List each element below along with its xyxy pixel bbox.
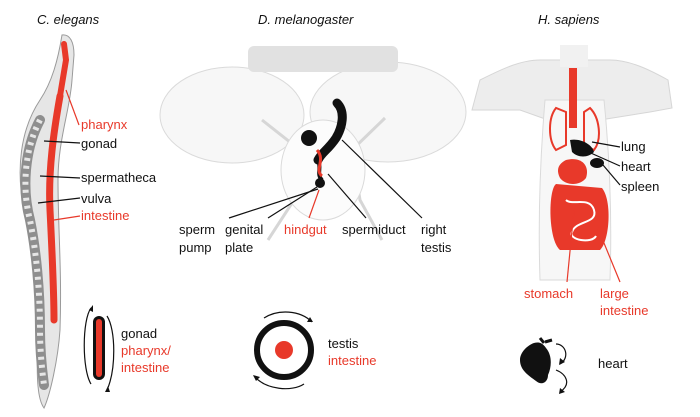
label-vulva: vulva [81, 191, 112, 206]
label-spermiduct: spermiduct [342, 222, 406, 237]
human-heart-schematic [520, 337, 568, 394]
worm-drawing [19, 34, 81, 409]
label-right-testis-1: right [421, 222, 447, 237]
schematic-gonad-label: gonad [121, 326, 158, 341]
label-sperm-pump-2: pump [179, 240, 212, 255]
label-genital-plate-2: plate [225, 240, 254, 255]
label-hindgut: hindgut [284, 222, 327, 237]
schematic-testis-label: testis [328, 336, 359, 351]
schematic-pharynx-intestine-label-2: intestine [121, 360, 170, 375]
fly-drawing [159, 46, 467, 241]
schematic-intestine-label: intestine [328, 353, 377, 368]
schematic-pharynx-intestine-label-1: pharynx/ [121, 343, 171, 358]
label-spermatheca: spermatheca [81, 170, 157, 185]
label-pharynx: pharynx [81, 117, 128, 132]
label-sperm-pump-1: sperm [179, 222, 216, 237]
worm-title: C. elegans [37, 12, 100, 27]
human-title: H. sapiens [538, 12, 600, 27]
label-heart: heart [621, 159, 651, 174]
label-genital-plate-1: genital [225, 222, 264, 237]
human-organs [549, 68, 609, 250]
schematic-heart-label: heart [598, 356, 628, 371]
worm-schematic [83, 305, 115, 392]
label-gonad: gonad [81, 136, 118, 151]
label-spleen: spleen [621, 179, 660, 194]
worm-intestine [46, 92, 64, 324]
label-stomach: stomach [524, 286, 574, 301]
label-large-intestine-1: large [600, 286, 629, 301]
worm-gonad-arm [20, 115, 49, 390]
label-intestine: intestine [81, 208, 130, 223]
fly-title: D. melanogaster [258, 12, 354, 27]
label-right-testis-2: testis [421, 240, 452, 255]
label-large-intestine-2: intestine [600, 303, 649, 318]
label-lung: lung [621, 139, 646, 154]
worm-pharynx [57, 41, 70, 99]
fly-organs [301, 98, 347, 188]
fly-schematic [253, 311, 314, 390]
